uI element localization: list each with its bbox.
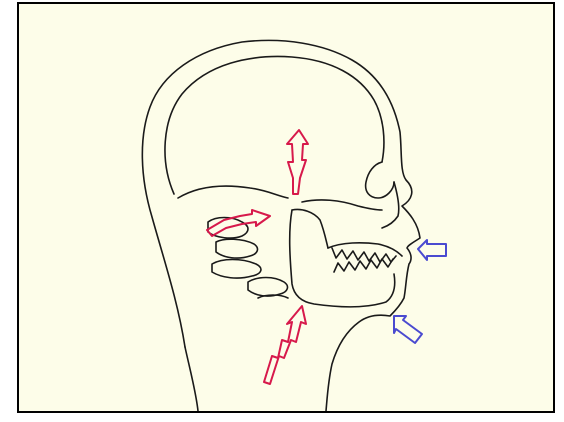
diagram-frame xyxy=(17,2,555,413)
diagram-background xyxy=(19,4,553,411)
head-diagram xyxy=(19,4,553,411)
